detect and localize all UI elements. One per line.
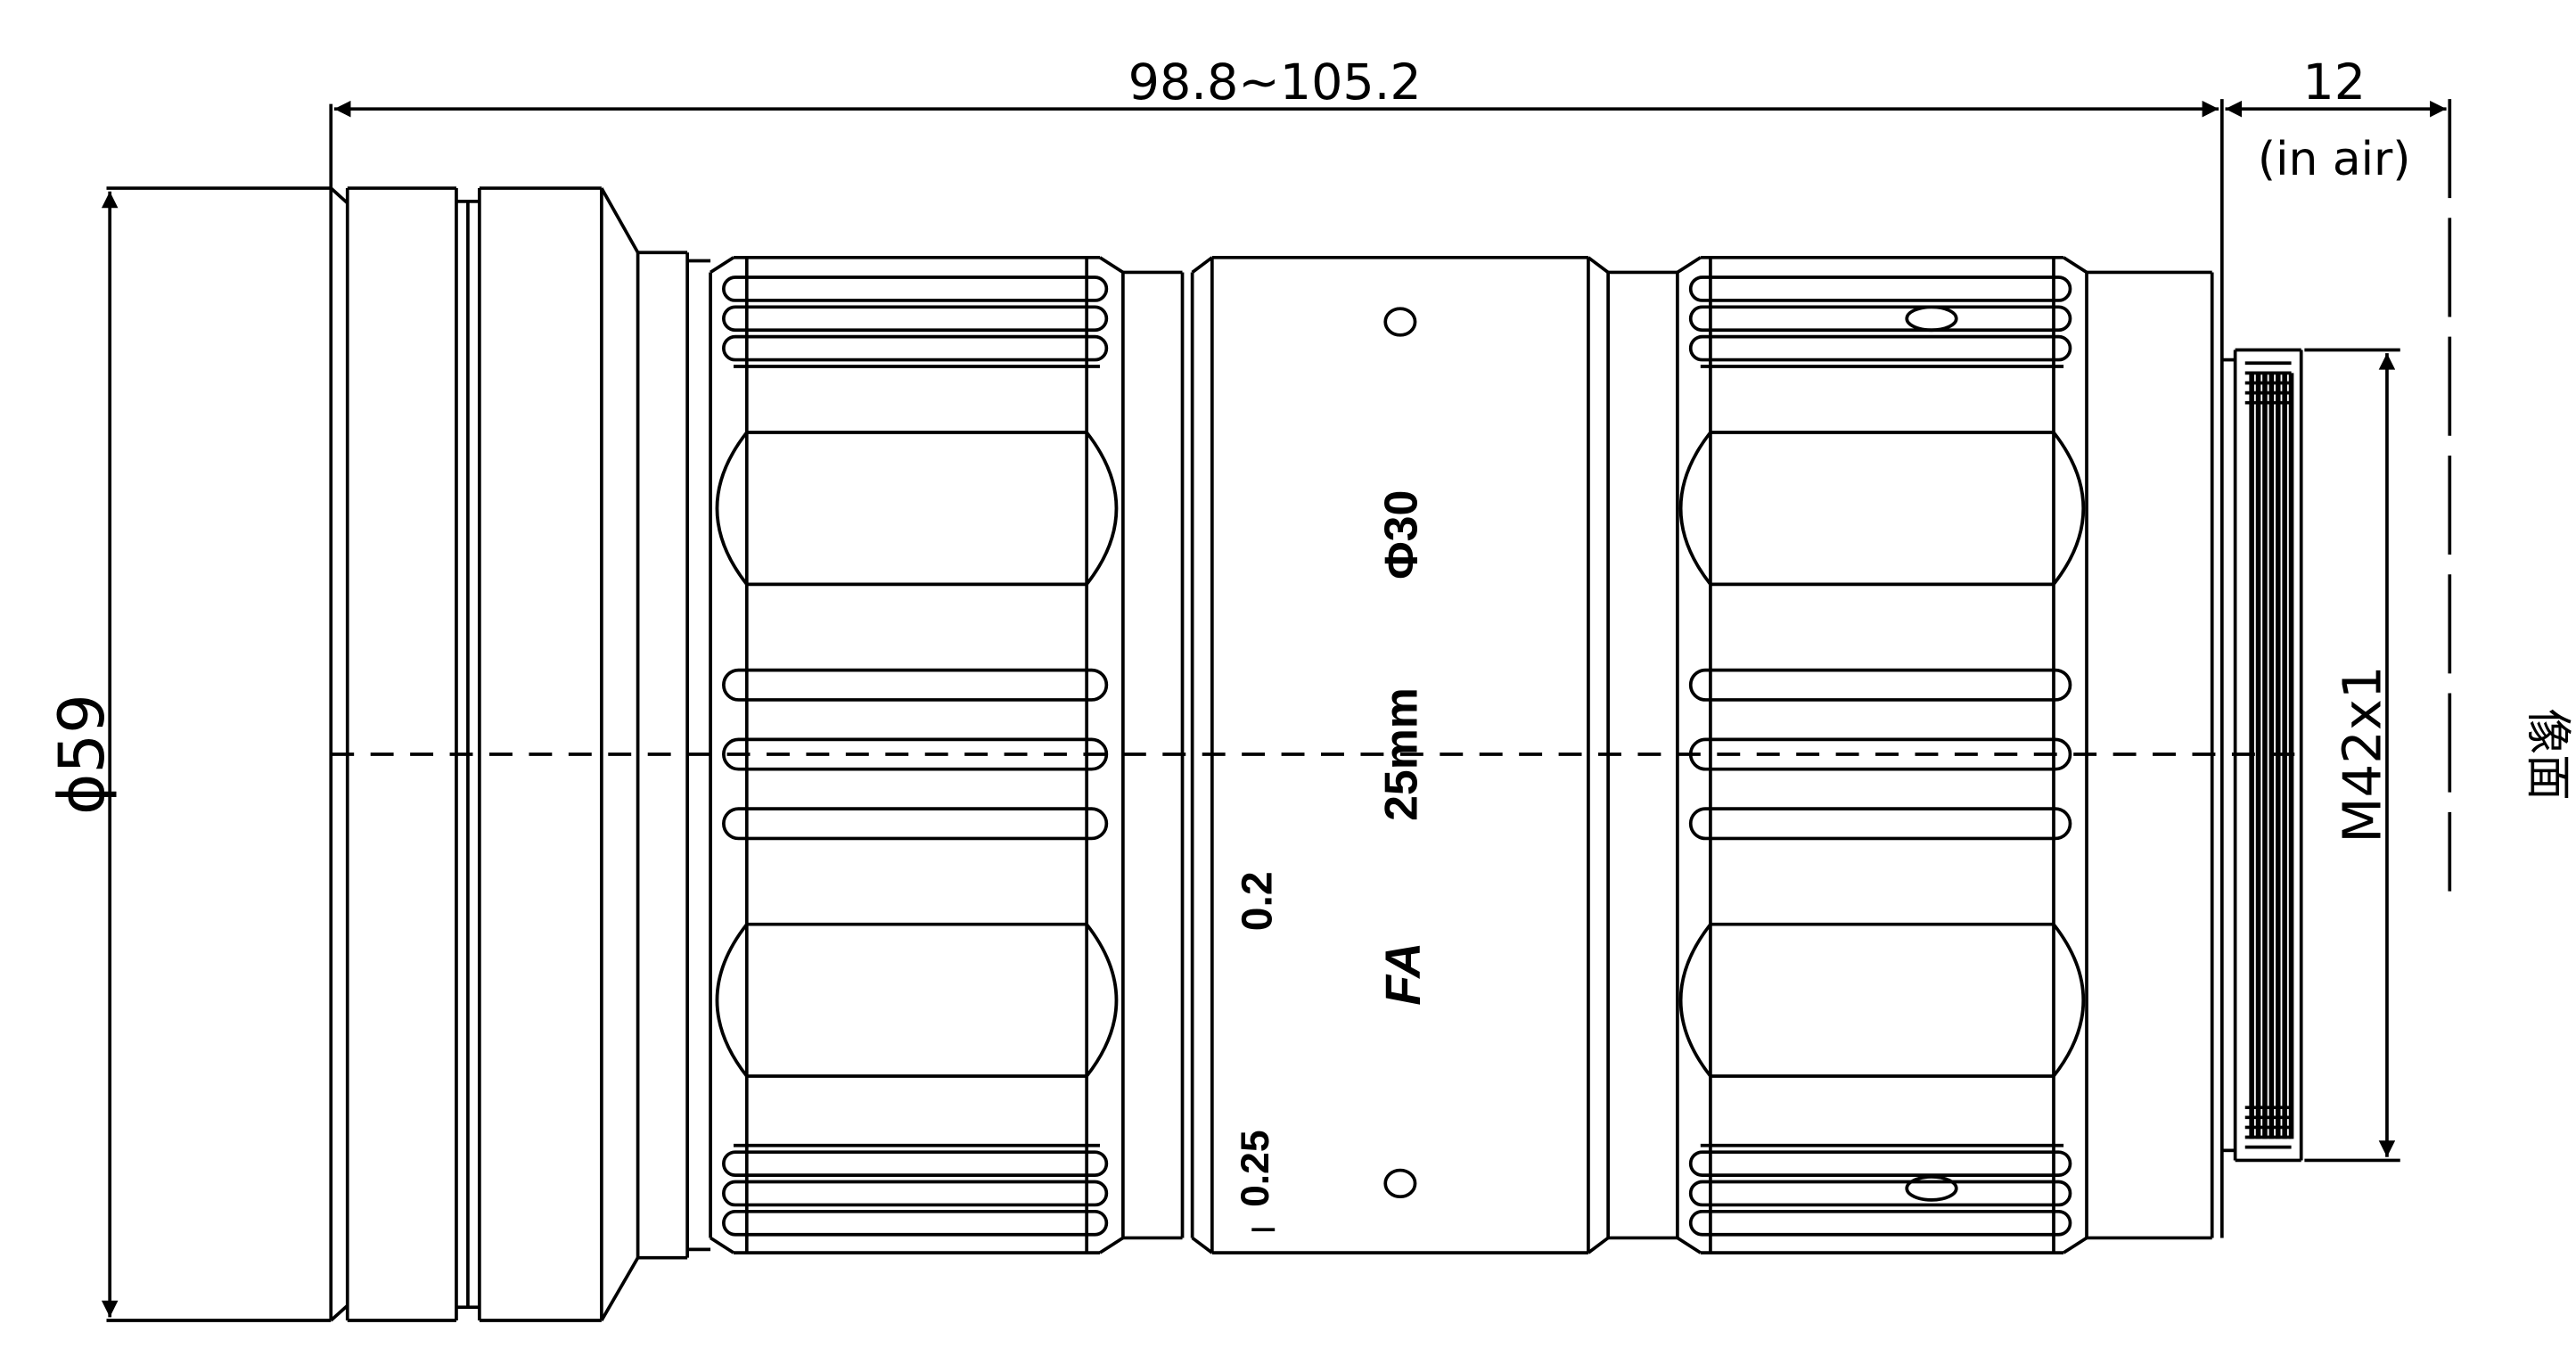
lock-screw-bottom-icon — [1905, 1175, 1958, 1202]
lock-screw-top-icon — [1905, 305, 1958, 333]
back-focal-note: (in air) — [2258, 133, 2411, 186]
iris-ring — [1676, 255, 2088, 1254]
front-diameter-label: ϕ59 — [45, 694, 119, 815]
index-dot-top-icon — [1383, 307, 1417, 337]
image-plane-label: 像面 — [2521, 708, 2574, 801]
distance-scale-bottom: 0.25 — [1234, 1130, 1277, 1206]
back-focal-label: 12 — [2302, 53, 2366, 111]
focus-ring — [709, 255, 1125, 1254]
rear-barrel — [2087, 99, 2224, 1240]
mount-thread-label: M42x1 — [2332, 665, 2393, 843]
index-dot-bottom-icon — [1383, 1168, 1417, 1199]
distance-scale-top: 0.2 — [1233, 871, 1281, 931]
overall-length-label: 98.8~105.2 — [1128, 53, 1422, 111]
front-barrel — [106, 103, 711, 1322]
focal-length-mark: 25mm — [1374, 687, 1426, 821]
aperture-diameter-mark: Φ30 — [1374, 490, 1426, 580]
series-mark: FA — [1375, 942, 1431, 1006]
